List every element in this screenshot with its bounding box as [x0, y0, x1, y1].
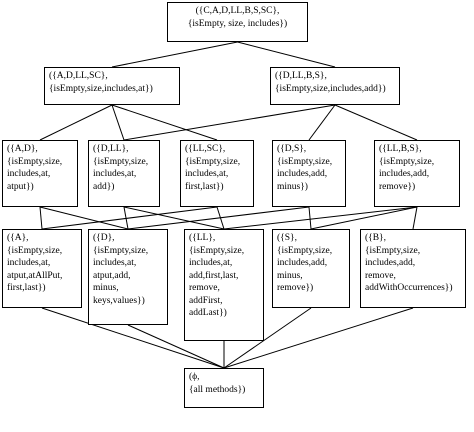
node-text-line: {isEmpty,size,	[277, 245, 333, 256]
node-text-line: ({D,LL},	[93, 144, 129, 154]
edge-l2b-l3c	[123, 206, 225, 230]
edge-l1b-l2e	[334, 104, 418, 141]
node-text-line: minus,	[93, 283, 119, 293]
node-text-line: includes,at,	[93, 258, 137, 268]
node-text-line: {isEmpty,size,includes,add})	[275, 83, 386, 94]
node-text-line: {isEmpty,size,	[7, 156, 63, 167]
node-text-line: add,first,last,	[189, 270, 239, 281]
node-text-line: {isEmpty,size,	[93, 156, 149, 167]
node-text-line: addWithOccurrences})	[365, 283, 453, 293]
edge-l1b-l2b	[123, 104, 336, 141]
node-text-line: includes,add,	[277, 169, 328, 179]
node-text-line: {isEmpty, size, includes})	[187, 18, 288, 29]
node-text-line: {isEmpty,size,	[189, 245, 245, 256]
node-text-line: ({D},	[93, 233, 115, 243]
node-text-line: minus})	[277, 181, 308, 192]
edge-l2a-l3a	[39, 206, 43, 230]
node-text-line: includes,at,	[7, 169, 51, 179]
node-text-line: addLast})	[189, 308, 227, 318]
node-a-d-ll-sc: ({A,D,LL,SC}, {isEmpty,size,includes,at})	[44, 67, 180, 105]
edge-l1a-l2c	[111, 104, 218, 141]
node-text-line: (ϕ,	[189, 372, 200, 382]
node-ll-b-s: ({LL,B,S}, {isEmpty,size, includes,add, rem…	[374, 140, 460, 207]
edge-l2d-l3d	[308, 206, 312, 230]
node-text-line: minus,	[277, 270, 303, 281]
edge-l3e-bottom	[223, 307, 414, 369]
edge-l2d-l3b	[127, 206, 310, 230]
node-bottom: (ϕ, {all methods})	[184, 368, 264, 408]
node-text-line: ({A},	[7, 233, 29, 243]
edge-l2e-l3c	[223, 206, 418, 230]
edge-l2e-l3e	[412, 206, 418, 230]
edge-l1b-l2d	[308, 104, 336, 141]
node-text-line: atput,add,	[93, 270, 131, 281]
edge-l2c-l3a	[41, 206, 218, 230]
node-text-line: add})	[93, 181, 115, 192]
edge-l3d-bottom	[223, 307, 312, 369]
node-d-s: ({D,S}, {isEmpty,size, includes,add, minus}…	[272, 140, 346, 207]
node-text-line: first,last})	[7, 283, 46, 293]
node-text-line: includes,at,	[189, 258, 233, 268]
node-ll: ({LL}, {isEmpty,size, includes,at, add,firs…	[184, 229, 264, 341]
node-text-line: {isEmpty,size,	[7, 245, 63, 256]
node-text-line: ({S},	[277, 233, 297, 243]
node-text-line: ({LL,B,S},	[379, 144, 422, 154]
node-text-line: ({D,LL,B,S},	[275, 71, 327, 81]
node-text-line: ({A,D,LL,SC},	[49, 71, 108, 81]
edge-top-l1b	[237, 41, 336, 68]
node-b: ({B}, {isEmpty,size, includes,add, remove, a…	[360, 229, 466, 308]
edge-l2e-l3d	[310, 206, 418, 230]
node-ll-sc: ({LL,SC}, {isEmpty,size, includes,at, first…	[180, 140, 254, 207]
node-text-line: {isEmpty,size,	[379, 156, 435, 167]
node-d-ll-b-s: ({D,LL,B,S}, {isEmpty,size,includes,add})	[270, 67, 400, 105]
node-text-line: includes,at,	[185, 169, 229, 179]
node-s: ({S}, {isEmpty,size, includes,add, minus, re…	[272, 229, 350, 308]
edge-l3b-bottom	[127, 324, 225, 369]
node-text-line: {all methods})	[189, 384, 246, 395]
edge-top-l1a	[111, 41, 238, 68]
node-text-line: addFirst,	[189, 295, 223, 306]
node-text-line: includes,add,	[277, 258, 328, 268]
node-text-line: atput})	[7, 181, 34, 192]
node-text-line: includes,add,	[365, 258, 416, 268]
edge-l3a-bottom	[41, 307, 225, 369]
node-a-d: ({A,D}, {isEmpty,size, includes,at, atput})	[2, 140, 78, 207]
node-text-line: {isEmpty,size,	[277, 156, 333, 167]
node-text-line: {isEmpty,size,includes,at})	[49, 83, 153, 94]
node-top: ({C,A,D,LL,B,S,SC}, {isEmpty, size, inclu…	[167, 2, 308, 42]
node-text-line: first,last})	[185, 181, 224, 192]
node-text-line: ({C,A,D,LL,B,S,SC},	[195, 6, 280, 16]
node-text-line: ({LL,SC},	[185, 144, 226, 154]
node-text-line: atput,atAllPut,	[7, 270, 63, 281]
node-text-line: ({D,S},	[277, 144, 307, 154]
edge-l2a-l3b	[39, 206, 129, 230]
node-text-line: keys,values})	[93, 295, 145, 306]
node-text-line: includes,at,	[93, 169, 137, 179]
node-text-line: remove})	[277, 283, 314, 293]
node-text-line: {isEmpty,size,	[185, 156, 241, 167]
edge-l1a-l2a	[39, 104, 113, 141]
node-text-line: remove})	[379, 181, 416, 192]
node-text-line: {isEmpty,size,	[93, 245, 149, 256]
node-d-ll: ({D,LL}, {isEmpty,size, includes,at, add})	[88, 140, 160, 207]
node-text-line: remove,	[365, 270, 396, 281]
node-text-line: {isEmpty,size,	[365, 245, 421, 256]
node-text-line: includes,at,	[7, 258, 51, 268]
node-a: ({A}, {isEmpty,size, includes,at, atput,atA…	[2, 229, 82, 308]
node-text-line: ({A,D},	[7, 144, 38, 154]
edge-l1a-l2b	[111, 104, 125, 141]
node-d: ({D}, {isEmpty,size, includes,at, atput,add…	[88, 229, 168, 325]
node-text-line: ({B},	[365, 233, 386, 243]
node-text-line: includes,add,	[379, 169, 430, 179]
node-text-line: remove,	[189, 283, 220, 293]
node-text-line: ({LL},	[189, 233, 216, 243]
